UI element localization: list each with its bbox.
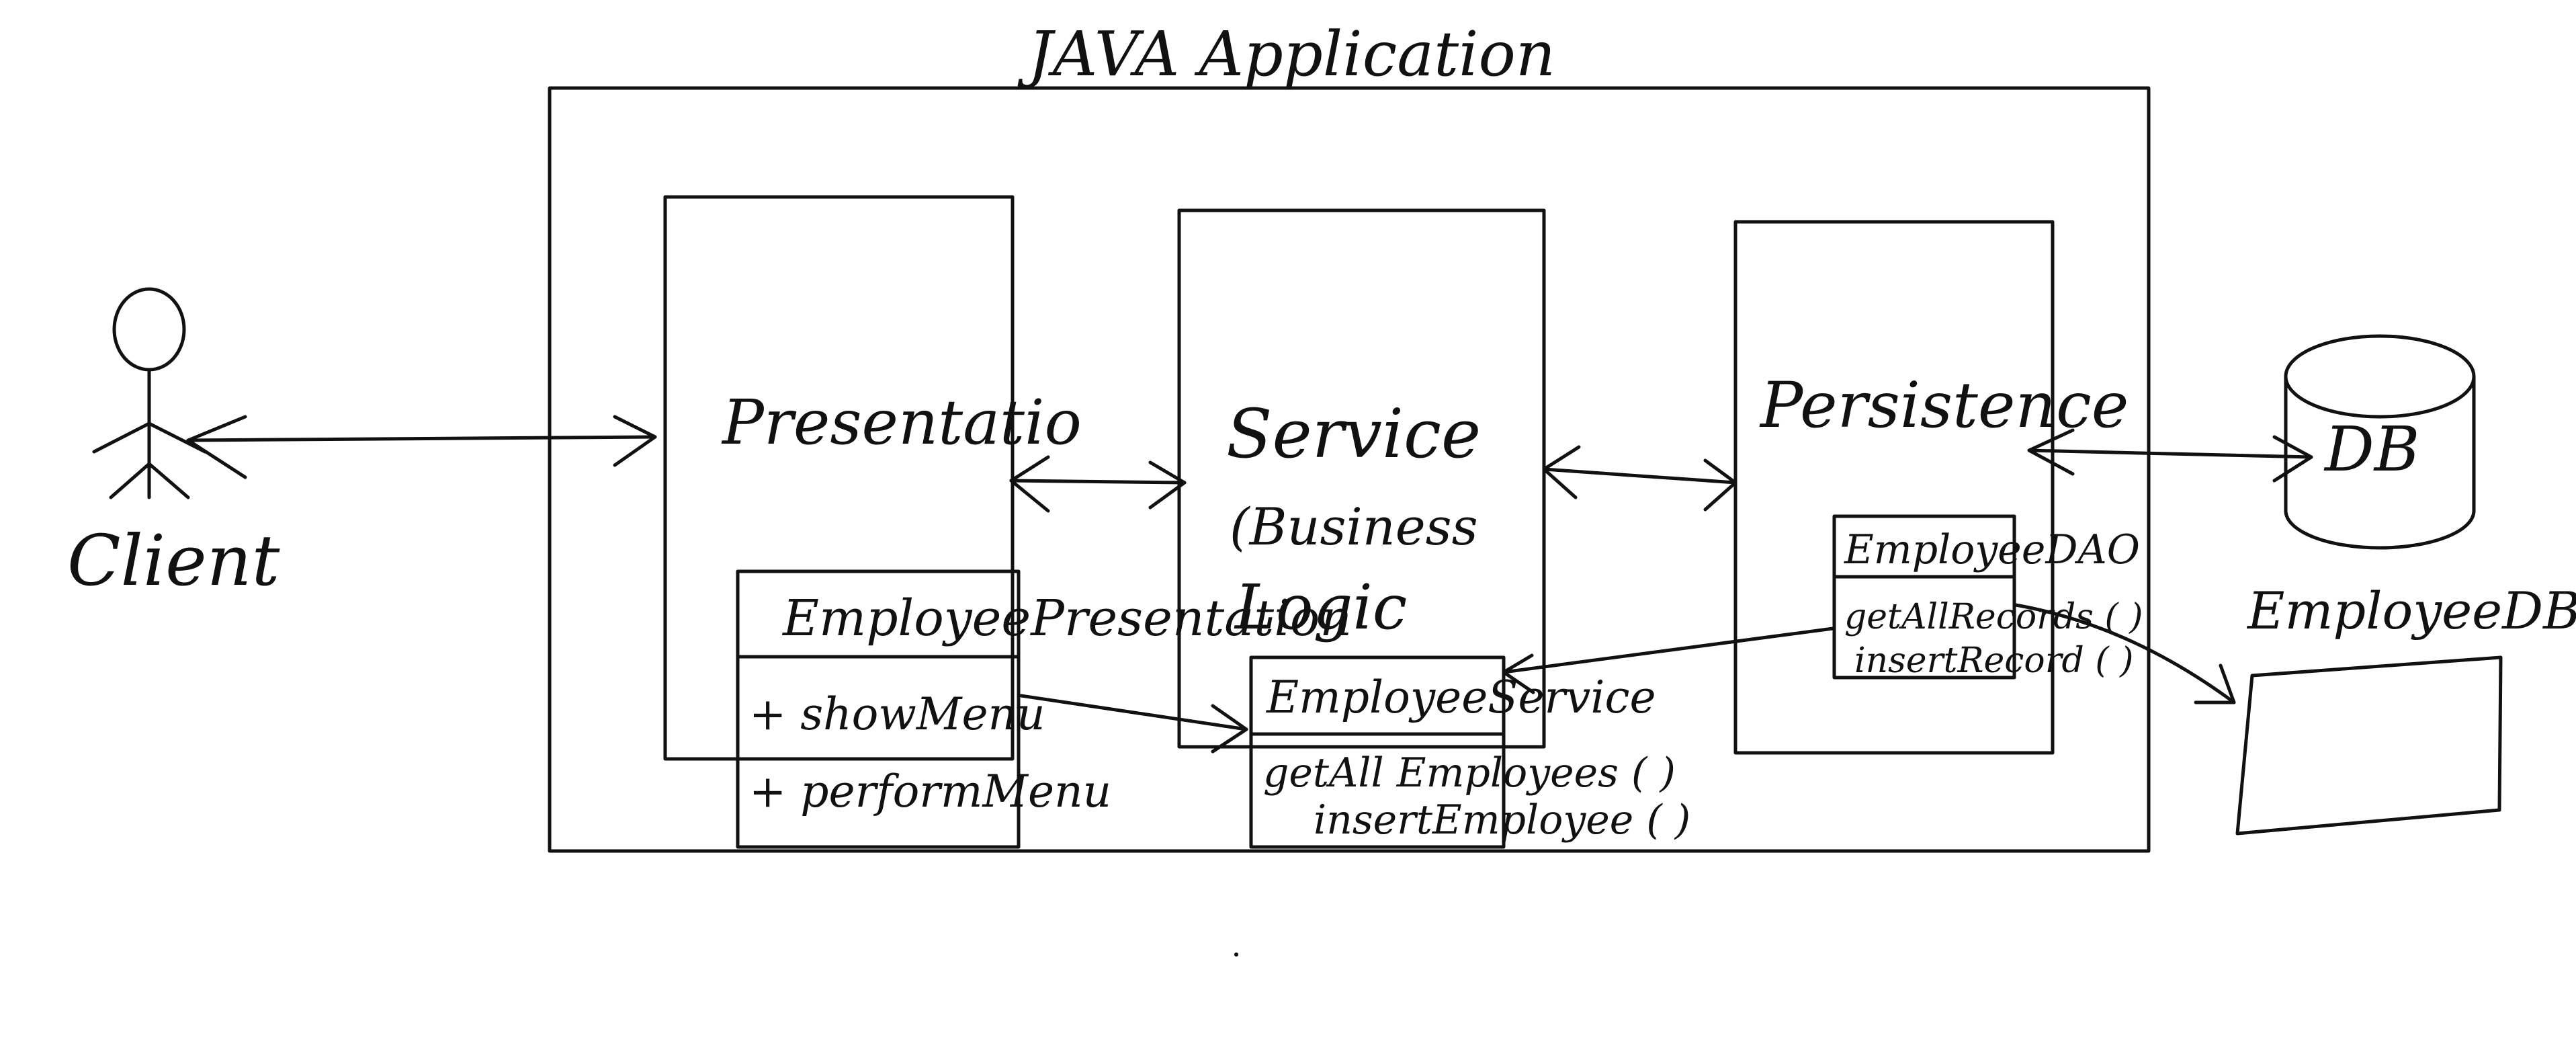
dao-to-service-arrow	[1502, 626, 1835, 694]
presentation-method-performmenu: + performMenu	[749, 766, 1111, 817]
service-persistence-arrow	[1542, 445, 1737, 512]
employee-db-label: EmployeeDB	[2246, 581, 2576, 641]
service-label-line1: Service	[1226, 395, 1481, 473]
presentation-label: Presentatio	[721, 387, 1082, 458]
service-method-getall: getAll Employees ( )	[1263, 749, 1676, 797]
presentation-method-showmenu: + showMenu	[749, 688, 1045, 740]
employee-presentation-class: EmployeePresentation + showMenu + perfor…	[736, 569, 1352, 849]
service-class-name: EmployeeService	[1266, 672, 1656, 723]
client-app-arrow	[186, 415, 657, 479]
client-legs	[109, 462, 190, 499]
dao-to-db-arrow	[2014, 603, 2236, 704]
persistence-db-arrow	[2027, 428, 2313, 483]
database-cylinder: DB	[2284, 334, 2476, 550]
service-label-line3: Logic	[1234, 571, 1407, 643]
employee-dao-class: EmployeeDAO getAllRecords ( ) insertReco…	[1832, 514, 2143, 681]
client-label: Client	[67, 520, 280, 602]
dao-method-getall: getAllRecords ( )	[1844, 597, 2143, 637]
client-arms	[92, 421, 207, 454]
dao-method-insert: insertRecord ( )	[1854, 641, 2133, 681]
dao-class-name: EmployeeDAO	[1844, 526, 2140, 573]
service-layer: Service (Business Logic	[1177, 208, 1546, 749]
service-label-line2: (Business	[1230, 497, 1478, 557]
diagram-title: JAVA Application	[1017, 18, 1555, 90]
employee-service-class: EmployeeService getAll Employees ( ) ins…	[1249, 655, 1690, 849]
client-actor: Client	[67, 287, 280, 602]
showmenu-to-service-arrow	[1019, 694, 1248, 754]
presentation-service-arrow	[1009, 455, 1187, 513]
service-method-insert: insertEmployee ( )	[1314, 797, 1690, 844]
presentation-layer: Presentatio	[663, 195, 1082, 761]
java-application-boundary	[548, 86, 2151, 853]
stray-dot	[1234, 952, 1238, 957]
client-head	[112, 287, 186, 372]
presentation-class-name: EmployeePresentation	[781, 590, 1352, 647]
persistence-label: Persistence	[1759, 369, 2129, 442]
db-label: DB	[2323, 413, 2419, 485]
employee-db-table	[2235, 655, 2503, 836]
persistence-layer: Persistence	[1733, 220, 2129, 755]
